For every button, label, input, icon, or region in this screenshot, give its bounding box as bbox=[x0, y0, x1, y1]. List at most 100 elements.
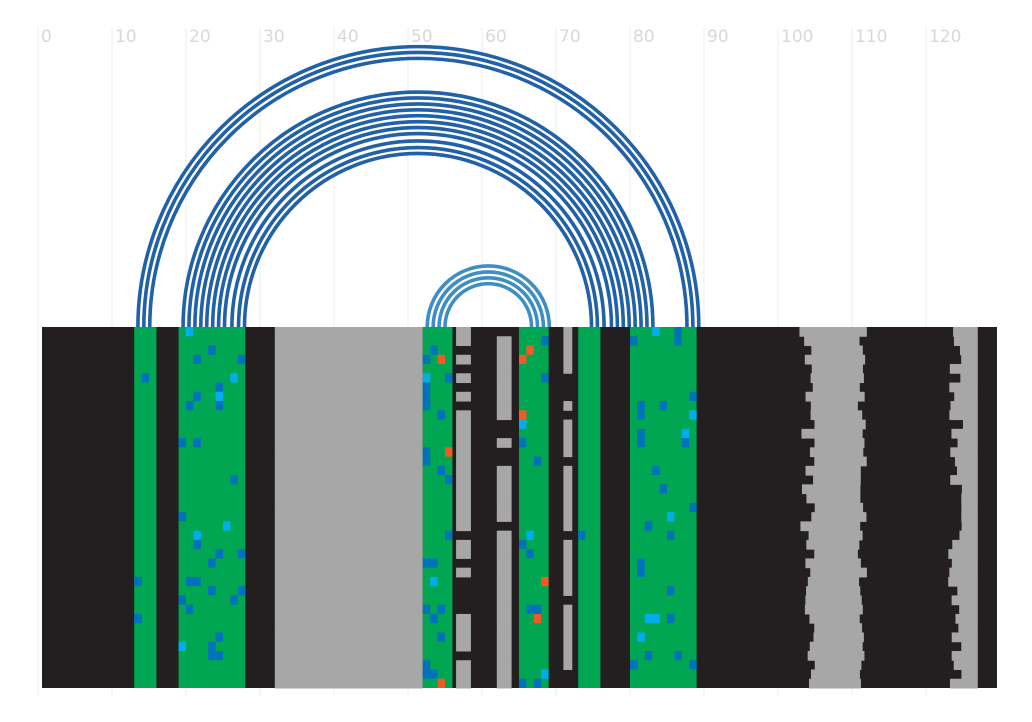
variation-cell bbox=[422, 373, 431, 383]
variation-cell bbox=[186, 604, 194, 614]
variation-cell bbox=[186, 576, 194, 587]
base-pair-arc bbox=[437, 276, 540, 328]
gap-cell bbox=[956, 465, 978, 476]
base-pair-arc bbox=[216, 125, 620, 328]
gap-cell bbox=[274, 475, 423, 485]
x-tick-label: 90 bbox=[707, 27, 729, 47]
base-pair-arc bbox=[147, 56, 689, 328]
variation-cell bbox=[519, 419, 527, 429]
variation-cell bbox=[637, 438, 645, 448]
gap-cell bbox=[496, 678, 512, 689]
base-pair-arc bbox=[230, 139, 606, 328]
gap-cell bbox=[456, 567, 471, 578]
gap-cell bbox=[814, 623, 863, 633]
gap-cell bbox=[563, 576, 573, 587]
gap-cell bbox=[456, 641, 471, 652]
gap-cell bbox=[496, 410, 512, 421]
base-pair-arc bbox=[136, 44, 701, 328]
gap-cell bbox=[496, 576, 512, 587]
base-pair-arc bbox=[222, 131, 614, 328]
variation-cell bbox=[667, 613, 675, 624]
variation-cell bbox=[637, 632, 645, 642]
gap-cell bbox=[563, 623, 573, 633]
variation-cell bbox=[215, 549, 223, 559]
x-tick-label: 50 bbox=[411, 27, 433, 47]
base-pair-arc bbox=[425, 264, 552, 328]
variation-cell bbox=[193, 539, 201, 550]
x-tick-label: 80 bbox=[633, 27, 655, 47]
variation-cell bbox=[644, 613, 653, 624]
variation-cell bbox=[681, 428, 690, 439]
gap-cell bbox=[496, 502, 512, 513]
x-tick-label: 0 bbox=[41, 27, 52, 47]
variation-cell bbox=[186, 327, 194, 337]
gap-cell bbox=[456, 493, 471, 504]
gap-cell bbox=[806, 493, 861, 504]
gap-cell bbox=[456, 512, 471, 522]
variation-cell bbox=[445, 475, 453, 485]
paired-stem bbox=[134, 327, 157, 688]
gap-cell bbox=[959, 345, 978, 356]
gap-cell bbox=[563, 549, 573, 559]
gap-cell bbox=[496, 604, 512, 615]
gap-cell bbox=[456, 391, 471, 402]
variation-cell bbox=[541, 336, 549, 346]
gap-cell bbox=[563, 521, 573, 532]
variation-cell bbox=[519, 539, 527, 550]
variation-cell bbox=[533, 456, 542, 466]
gap-cell bbox=[949, 364, 978, 374]
gap-cell bbox=[563, 364, 573, 374]
gap-cell bbox=[274, 401, 423, 411]
paired-stem bbox=[630, 327, 697, 688]
gap-cell bbox=[274, 354, 423, 365]
gap-cell bbox=[274, 549, 423, 559]
gap-cell bbox=[805, 595, 862, 606]
gap-cell bbox=[814, 502, 864, 513]
variation-cell bbox=[430, 613, 438, 624]
gap-cell bbox=[809, 641, 863, 652]
gap-cell bbox=[814, 549, 858, 559]
variation-cell bbox=[134, 576, 142, 587]
variation-cell bbox=[422, 456, 431, 466]
variation-cell bbox=[215, 382, 223, 392]
gap-cell bbox=[274, 650, 423, 661]
gap-cell bbox=[456, 475, 471, 485]
variation-cell bbox=[667, 512, 675, 522]
gap-cell bbox=[496, 586, 512, 596]
gap-cell bbox=[496, 354, 512, 365]
variation-cell bbox=[437, 354, 445, 365]
gap-cell bbox=[456, 410, 471, 421]
gap-cell bbox=[496, 336, 512, 347]
variation-cell bbox=[652, 613, 660, 624]
variation-cell bbox=[674, 650, 682, 661]
gap-cell bbox=[809, 678, 861, 689]
gap-cell bbox=[274, 391, 423, 402]
variation-cell bbox=[519, 354, 527, 365]
base-pair-arc bbox=[181, 90, 655, 328]
variation-cell bbox=[422, 401, 431, 411]
variation-cell bbox=[637, 410, 645, 420]
variation-cell bbox=[437, 604, 445, 614]
gap-cell bbox=[949, 382, 978, 393]
paired-stem bbox=[178, 327, 246, 688]
gap-cell bbox=[810, 410, 863, 421]
variation-cell bbox=[215, 650, 223, 661]
gap-cell bbox=[274, 521, 423, 532]
variation-cell bbox=[630, 336, 638, 346]
variation-cell bbox=[237, 586, 246, 596]
gap-cell bbox=[274, 373, 423, 384]
variation-cell bbox=[689, 660, 697, 670]
gap-cell bbox=[563, 632, 573, 643]
gap-cell bbox=[456, 521, 471, 532]
variation-cell bbox=[422, 669, 431, 679]
variation-cell bbox=[237, 549, 246, 559]
gap-cell bbox=[274, 512, 423, 522]
variation-cell bbox=[208, 641, 216, 651]
gap-cell bbox=[949, 678, 978, 689]
gap-cell bbox=[949, 567, 978, 578]
gap-cell bbox=[496, 373, 512, 384]
gap-cell bbox=[812, 382, 860, 393]
gap-cell bbox=[953, 336, 978, 347]
gap-cell bbox=[496, 391, 512, 402]
